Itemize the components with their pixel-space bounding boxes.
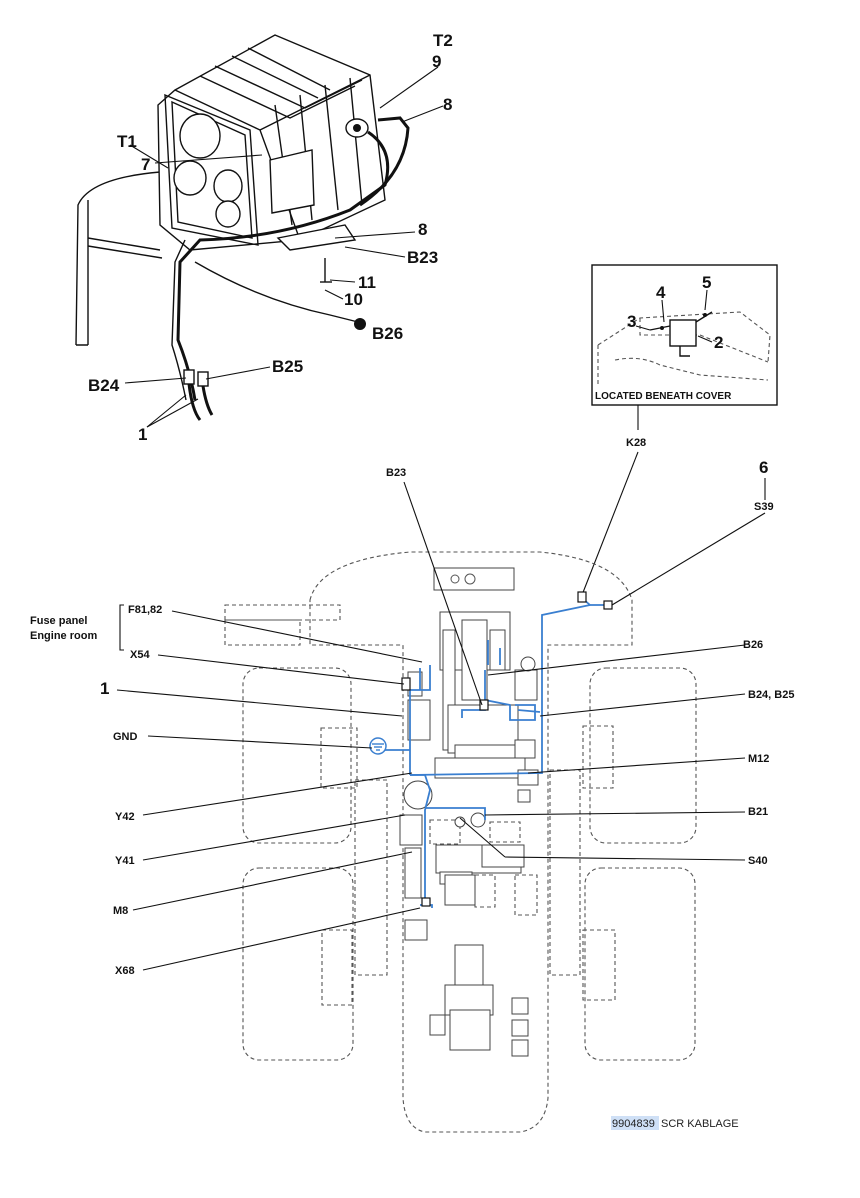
doc-number-highlight xyxy=(611,1116,659,1130)
label-x68: X68 xyxy=(115,965,135,977)
label-y41: Y41 xyxy=(115,855,135,867)
label-8-upper: 8 xyxy=(443,95,452,114)
label-x54: X54 xyxy=(130,649,150,661)
label-k28: K28 xyxy=(626,437,646,449)
doc-number: 9904839 xyxy=(612,1118,655,1130)
inset-panel: 3 4 5 2 LOCATED BENEATH COVER xyxy=(591,264,778,406)
scr-tank-illustration xyxy=(75,34,410,421)
label-b26-bottom: B26 xyxy=(743,639,763,651)
inset-label-5: 5 xyxy=(702,273,711,292)
label-b26-top: B26 xyxy=(372,324,403,343)
top-leader-lines xyxy=(124,66,444,428)
label-b21: B21 xyxy=(748,806,768,818)
label-b24-b25: B24, B25 xyxy=(748,689,794,701)
label-8-lower: 8 xyxy=(418,220,427,239)
label-s39: S39 xyxy=(754,501,774,513)
label-1-bottom: 1 xyxy=(100,679,109,698)
scr-wiring-harness xyxy=(369,591,613,908)
label-11: 11 xyxy=(358,273,376,292)
inset-label-4: 4 xyxy=(656,283,666,302)
label-t1: T1 xyxy=(117,132,137,151)
label-6: 6 xyxy=(759,458,768,477)
label-10: 10 xyxy=(344,290,363,309)
label-9: 9 xyxy=(432,52,441,71)
label-s40: S40 xyxy=(748,855,768,867)
label-f81-82: F81,82 xyxy=(128,604,162,616)
inset-label-3: 3 xyxy=(627,312,636,331)
label-1-top: 1 xyxy=(138,425,147,444)
machine-outline xyxy=(224,551,697,1133)
inset-caption: LOCATED BENEATH COVER xyxy=(595,391,732,402)
label-fuse-panel: Fuse panel xyxy=(30,615,87,627)
label-b24-top: B24 xyxy=(88,376,120,395)
label-b25-top: B25 xyxy=(272,357,303,376)
label-t2: T2 xyxy=(433,31,453,50)
label-y42: Y42 xyxy=(115,811,135,823)
doc-title: SCR KABLAGE xyxy=(661,1118,739,1130)
inset-label-2: 2 xyxy=(714,333,723,352)
label-b23-bottom: B23 xyxy=(386,467,406,479)
label-gnd: GND xyxy=(113,731,138,743)
label-b23-top: B23 xyxy=(407,248,438,267)
label-engine-room: Engine room xyxy=(30,630,97,642)
label-m12: M12 xyxy=(748,753,769,765)
bottom-leader-lines xyxy=(116,478,766,971)
label-7: 7 xyxy=(141,155,150,174)
label-m8: M8 xyxy=(113,905,128,917)
